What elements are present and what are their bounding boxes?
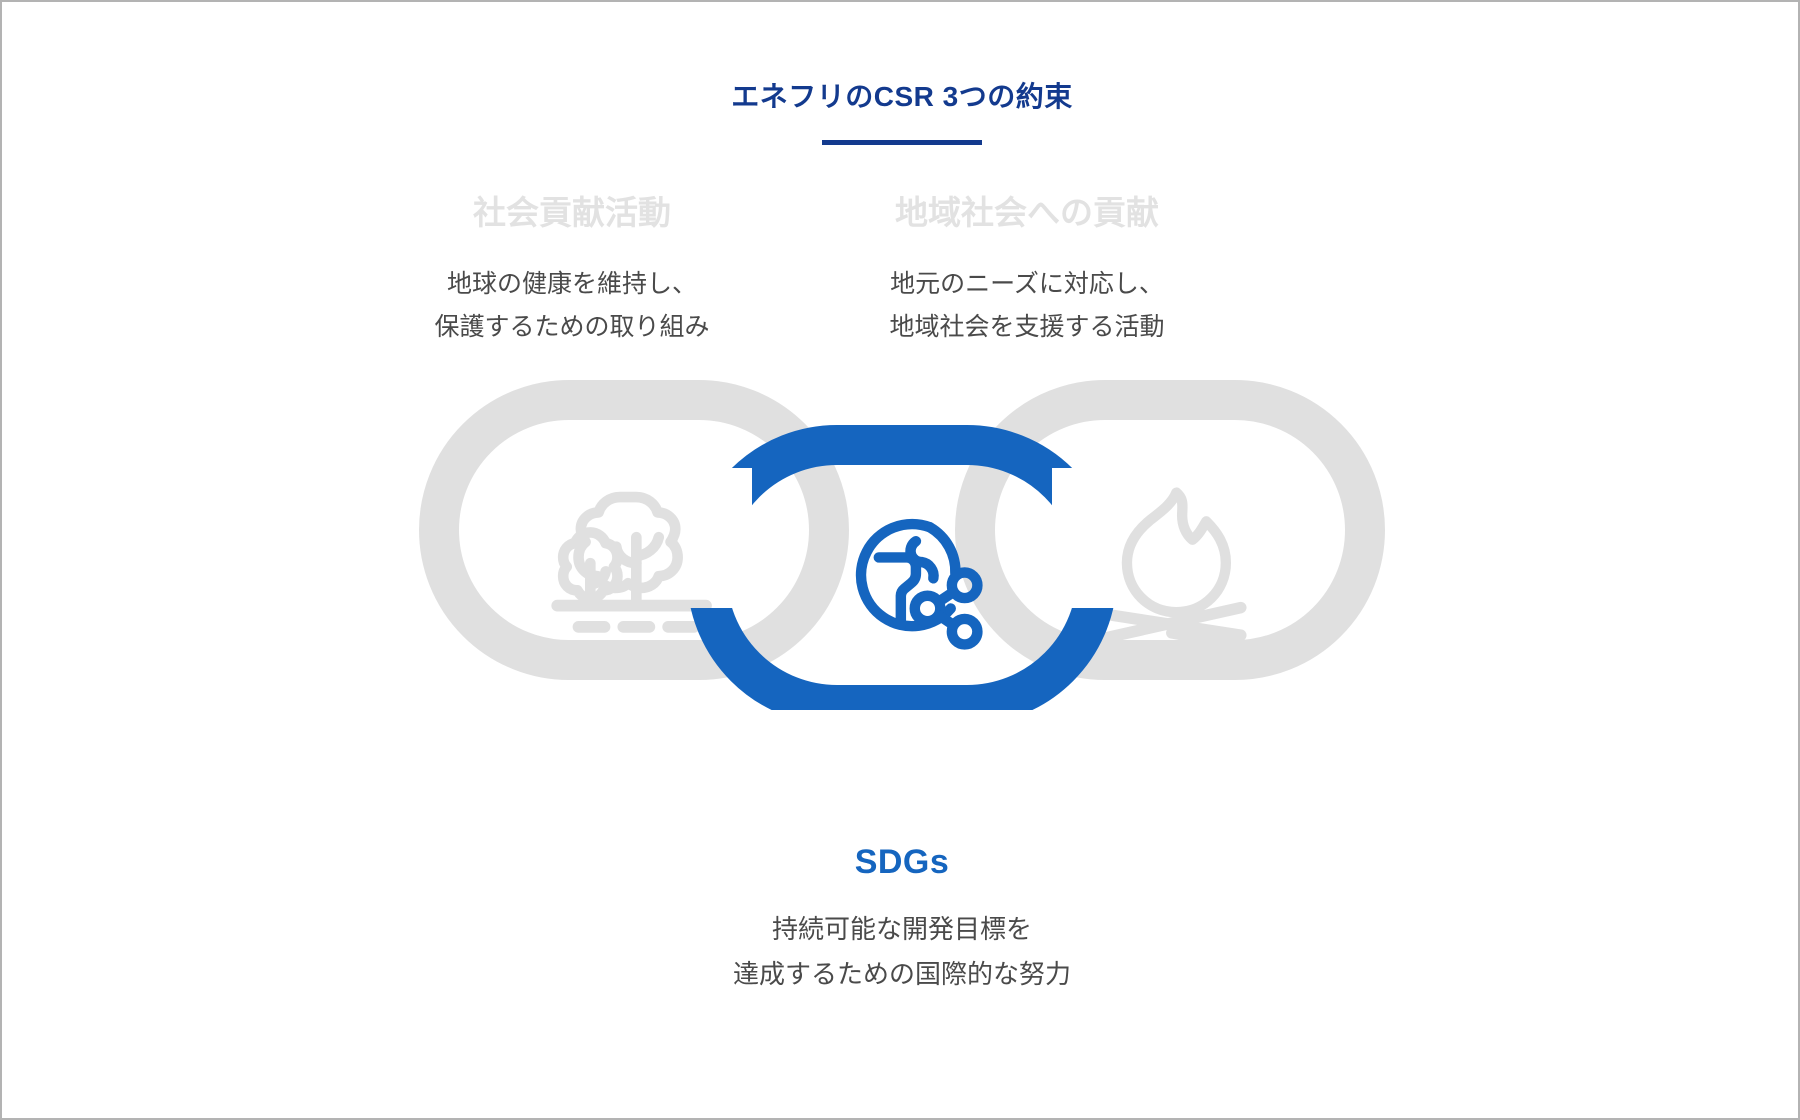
column-body-line: 地域社会を支援する活動 [889, 313, 1165, 342]
column-social-contribution: 社会貢献活動 地球の健康を維持し、 保護するための取り組み [352, 192, 792, 349]
column-body-line: 地球の健康を維持し、 [446, 270, 697, 299]
page-title: エネフリのCSR 3つの約束 [731, 81, 1073, 112]
column-heading-local-community: 地域社会への貢献 [895, 194, 1159, 231]
chain-link-right-ring [955, 380, 1385, 680]
globe-network-icon [855, 518, 983, 650]
sdgs-body: 持続可能な開発目標を 達成するための国際的な努力 [2, 907, 1798, 996]
title-underline [822, 139, 982, 145]
column-body-line: 地元のニーズに対応し、 [890, 270, 1164, 299]
chain-link-right [955, 380, 1385, 680]
chain-link-center [687, 425, 1117, 710]
chain-link-left-ring [419, 380, 849, 680]
campfire-icon [1101, 487, 1247, 651]
column-body-line: 保護するための取り組み [434, 313, 710, 342]
chain-link-left [419, 380, 849, 680]
column-heading-social-contribution: 社会貢献活動 [473, 194, 671, 231]
footer-sdgs: SDGs 持続可能な開発目標を 達成するための国際的な努力 [2, 842, 1798, 996]
sdgs-heading: SDGs [854, 843, 950, 881]
tree-icon [551, 491, 712, 655]
chain-links-graphic [2, 370, 1798, 710]
header: エネフリのCSR 3つの約束 [2, 80, 1798, 145]
column-body-social-contribution: 地球の健康を維持し、 保護するための取り組み [352, 263, 792, 349]
column-body-local-community: 地元のニーズに対応し、 地域社会を支援する活動 [807, 263, 1247, 349]
sdgs-body-line: 持続可能な開発目標を [771, 913, 1032, 944]
chain-link-center-ring [687, 425, 1117, 710]
sdgs-body-line: 達成するための国際的な努力 [732, 958, 1071, 989]
column-local-community: 地域社会への貢献 地元のニーズに対応し、 地域社会を支援する活動 [807, 192, 1247, 349]
chain-svg [419, 380, 1385, 710]
